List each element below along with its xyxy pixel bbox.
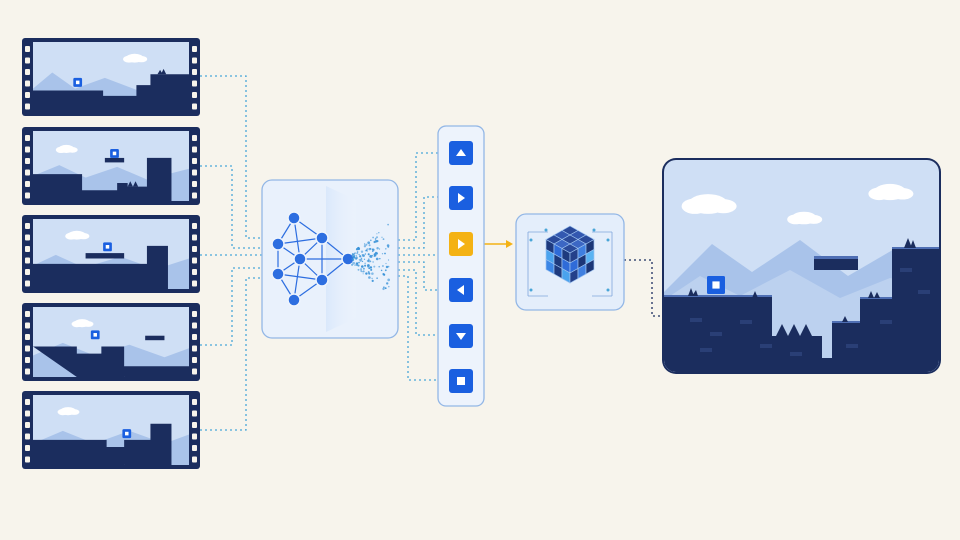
frame-1	[22, 38, 200, 116]
action-button-6[interactable]	[449, 369, 473, 393]
frame-scene	[33, 131, 189, 201]
arrow-down-icon	[456, 333, 466, 340]
player-block	[110, 148, 119, 158]
frame-2	[22, 127, 200, 205]
action-button-3[interactable]	[449, 232, 473, 256]
frame-scene	[33, 395, 189, 465]
action-button-5[interactable]	[449, 324, 473, 348]
player-block	[90, 330, 100, 340]
frame-5	[22, 391, 200, 469]
frame-scene	[33, 219, 189, 289]
action-connectors	[398, 152, 438, 381]
frame-scene	[33, 42, 189, 112]
connector-frame-2	[200, 165, 262, 249]
arrow-right-icon	[458, 239, 465, 249]
connector-frame-1	[200, 75, 262, 239]
player-block	[707, 276, 725, 294]
world-model-panel	[515, 213, 625, 311]
connector-frame-4	[200, 267, 262, 346]
neural-network-icon	[271, 211, 355, 307]
player-block	[73, 77, 83, 87]
frame-3	[22, 215, 200, 293]
output-game-scene	[662, 158, 941, 374]
frame-strip	[22, 38, 200, 469]
player-block	[103, 242, 112, 252]
frame-connectors	[200, 75, 262, 431]
game-scene-icon	[664, 160, 939, 372]
arrow-right-icon	[458, 193, 465, 203]
connector-frame-5	[200, 277, 262, 431]
frame-scene	[33, 307, 189, 377]
output-connectors	[484, 240, 664, 317]
stop-square-icon	[457, 377, 465, 385]
action-button-1[interactable]	[449, 141, 473, 165]
model-panel	[261, 179, 399, 339]
player-block	[122, 429, 132, 439]
cube-icon	[527, 225, 613, 297]
frame-4	[22, 303, 200, 381]
action-button-4[interactable]	[449, 278, 473, 302]
particle-stream	[351, 223, 391, 291]
arrow-left-icon	[457, 285, 464, 295]
action-button-2[interactable]	[449, 186, 473, 210]
arrow-up-icon	[456, 149, 466, 156]
action-panel	[437, 125, 485, 407]
